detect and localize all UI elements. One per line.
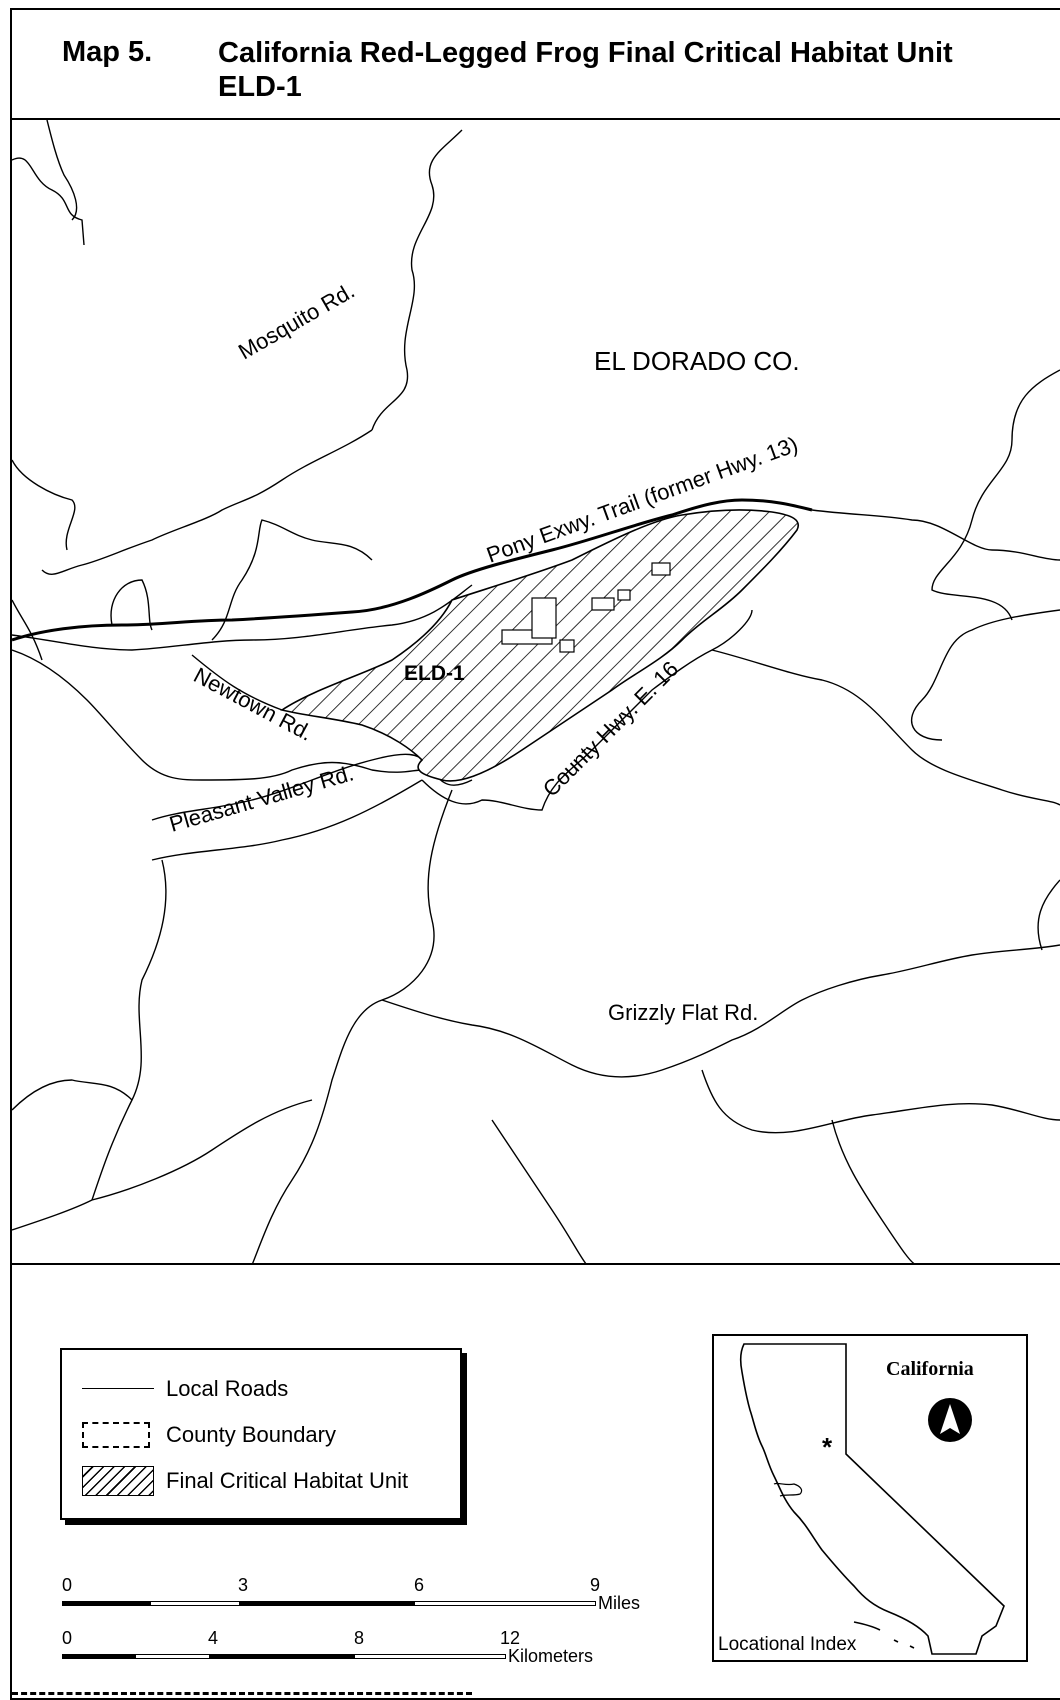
road-south-2 bbox=[91, 859, 167, 1201]
road-east-branch bbox=[910, 609, 1060, 741]
california-outline bbox=[739, 1343, 1005, 1655]
map-title: California Red-Legged Frog Final Critica… bbox=[218, 37, 953, 103]
road-northwest-lower bbox=[12, 459, 76, 551]
road-central-north bbox=[211, 519, 373, 641]
locator-inset: California * Locational Index bbox=[712, 1334, 1028, 1662]
road-west-loop bbox=[12, 649, 423, 781]
habitat-gap-4 bbox=[617, 589, 631, 601]
road-north-creek bbox=[46, 120, 78, 221]
road-east-edge bbox=[1037, 879, 1060, 951]
legend-item-local-roads: Local Roads bbox=[82, 1374, 288, 1404]
road-east-middle bbox=[811, 509, 1060, 561]
road-west-upper bbox=[12, 599, 43, 661]
scale-tick: 12 bbox=[500, 1628, 521, 1648]
scale-bar-graphic bbox=[62, 1654, 506, 1659]
road-southwest bbox=[12, 1079, 133, 1111]
legend-label: County Boundary bbox=[166, 1422, 336, 1447]
map-frame bbox=[10, 8, 1060, 1700]
road-label-grizzly-flat: Grizzly Flat Rd. bbox=[608, 1000, 758, 1025]
page-bottom-rule bbox=[12, 1692, 472, 1695]
road-county-hwy-e16 bbox=[421, 609, 753, 811]
scale-unit: Miles bbox=[598, 1593, 641, 1613]
inset-caption: Locational Index bbox=[718, 1634, 857, 1655]
road-north-center bbox=[371, 129, 463, 431]
scale-unit: Kilometers bbox=[508, 1646, 594, 1666]
road-label-pleasant-valley: Pleasant Valley Rd. bbox=[166, 760, 356, 837]
road-label-mosquito: Mosquito Rd. bbox=[234, 278, 359, 364]
habitat-gap-5 bbox=[651, 562, 671, 576]
north-arrow-icon bbox=[928, 1398, 972, 1442]
scale-tick: 9 bbox=[590, 1575, 601, 1595]
county-label: EL DORADO CO. bbox=[594, 346, 800, 376]
road-south-center bbox=[491, 1119, 587, 1263]
road-southeast-lower bbox=[831, 1119, 915, 1263]
scale-bar-graphic bbox=[62, 1601, 596, 1606]
road-east-lower bbox=[711, 649, 1060, 806]
asterisk-icon: * bbox=[822, 1432, 833, 1462]
road-pony-express bbox=[12, 498, 813, 642]
map-legend: Local Roads County Boundary Final Critic… bbox=[60, 1348, 462, 1520]
map-svg: EL DORADO CO. ELD-1 Mosquito Rd. Pony Ex… bbox=[12, 120, 1060, 1263]
scale-tick: 4 bbox=[208, 1628, 219, 1648]
habitat-gap-2 bbox=[531, 597, 557, 639]
scale-tick: 0 bbox=[62, 1628, 73, 1648]
dashed-box-icon bbox=[82, 1420, 154, 1450]
legend-label: Final Critical Habitat Unit bbox=[166, 1468, 409, 1493]
hatched-box-icon bbox=[82, 1466, 154, 1496]
scale-tick: 8 bbox=[354, 1628, 365, 1648]
habitat-gap-6 bbox=[559, 639, 575, 653]
map-number: Map 5. bbox=[62, 36, 153, 68]
legend-item-county-boundary: County Boundary bbox=[82, 1420, 336, 1450]
scale-tick: 3 bbox=[238, 1575, 249, 1595]
scale-tick: 0 bbox=[62, 1575, 73, 1595]
inset-title: California bbox=[886, 1358, 974, 1380]
legend-item-habitat-unit: Final Critical Habitat Unit bbox=[82, 1466, 408, 1496]
road-northwest bbox=[12, 157, 85, 246]
road-east-upper bbox=[931, 369, 1060, 621]
unit-label: ELD-1 bbox=[404, 662, 465, 685]
title-block bbox=[10, 8, 1060, 120]
road-river-west bbox=[12, 584, 473, 651]
road-grizzly-flat bbox=[381, 944, 1060, 1078]
road-pleasant-valley-south bbox=[151, 779, 423, 861]
solid-line-icon bbox=[82, 1374, 154, 1404]
habitat-gap-3 bbox=[591, 597, 615, 611]
road-southeast bbox=[701, 1069, 1060, 1134]
road-mosquito bbox=[41, 429, 373, 575]
scale-tick: 6 bbox=[414, 1575, 425, 1595]
map-canvas[interactable]: EL DORADO CO. ELD-1 Mosquito Rd. Pony Ex… bbox=[12, 120, 1060, 1265]
road-south-3 bbox=[12, 1099, 313, 1231]
road-loop-small bbox=[110, 579, 153, 631]
habitat-unit-eld1[interactable] bbox=[280, 509, 799, 782]
road-newtown bbox=[191, 654, 283, 711]
road-south-1 bbox=[252, 789, 453, 1263]
legend-label: Local Roads bbox=[166, 1376, 289, 1401]
